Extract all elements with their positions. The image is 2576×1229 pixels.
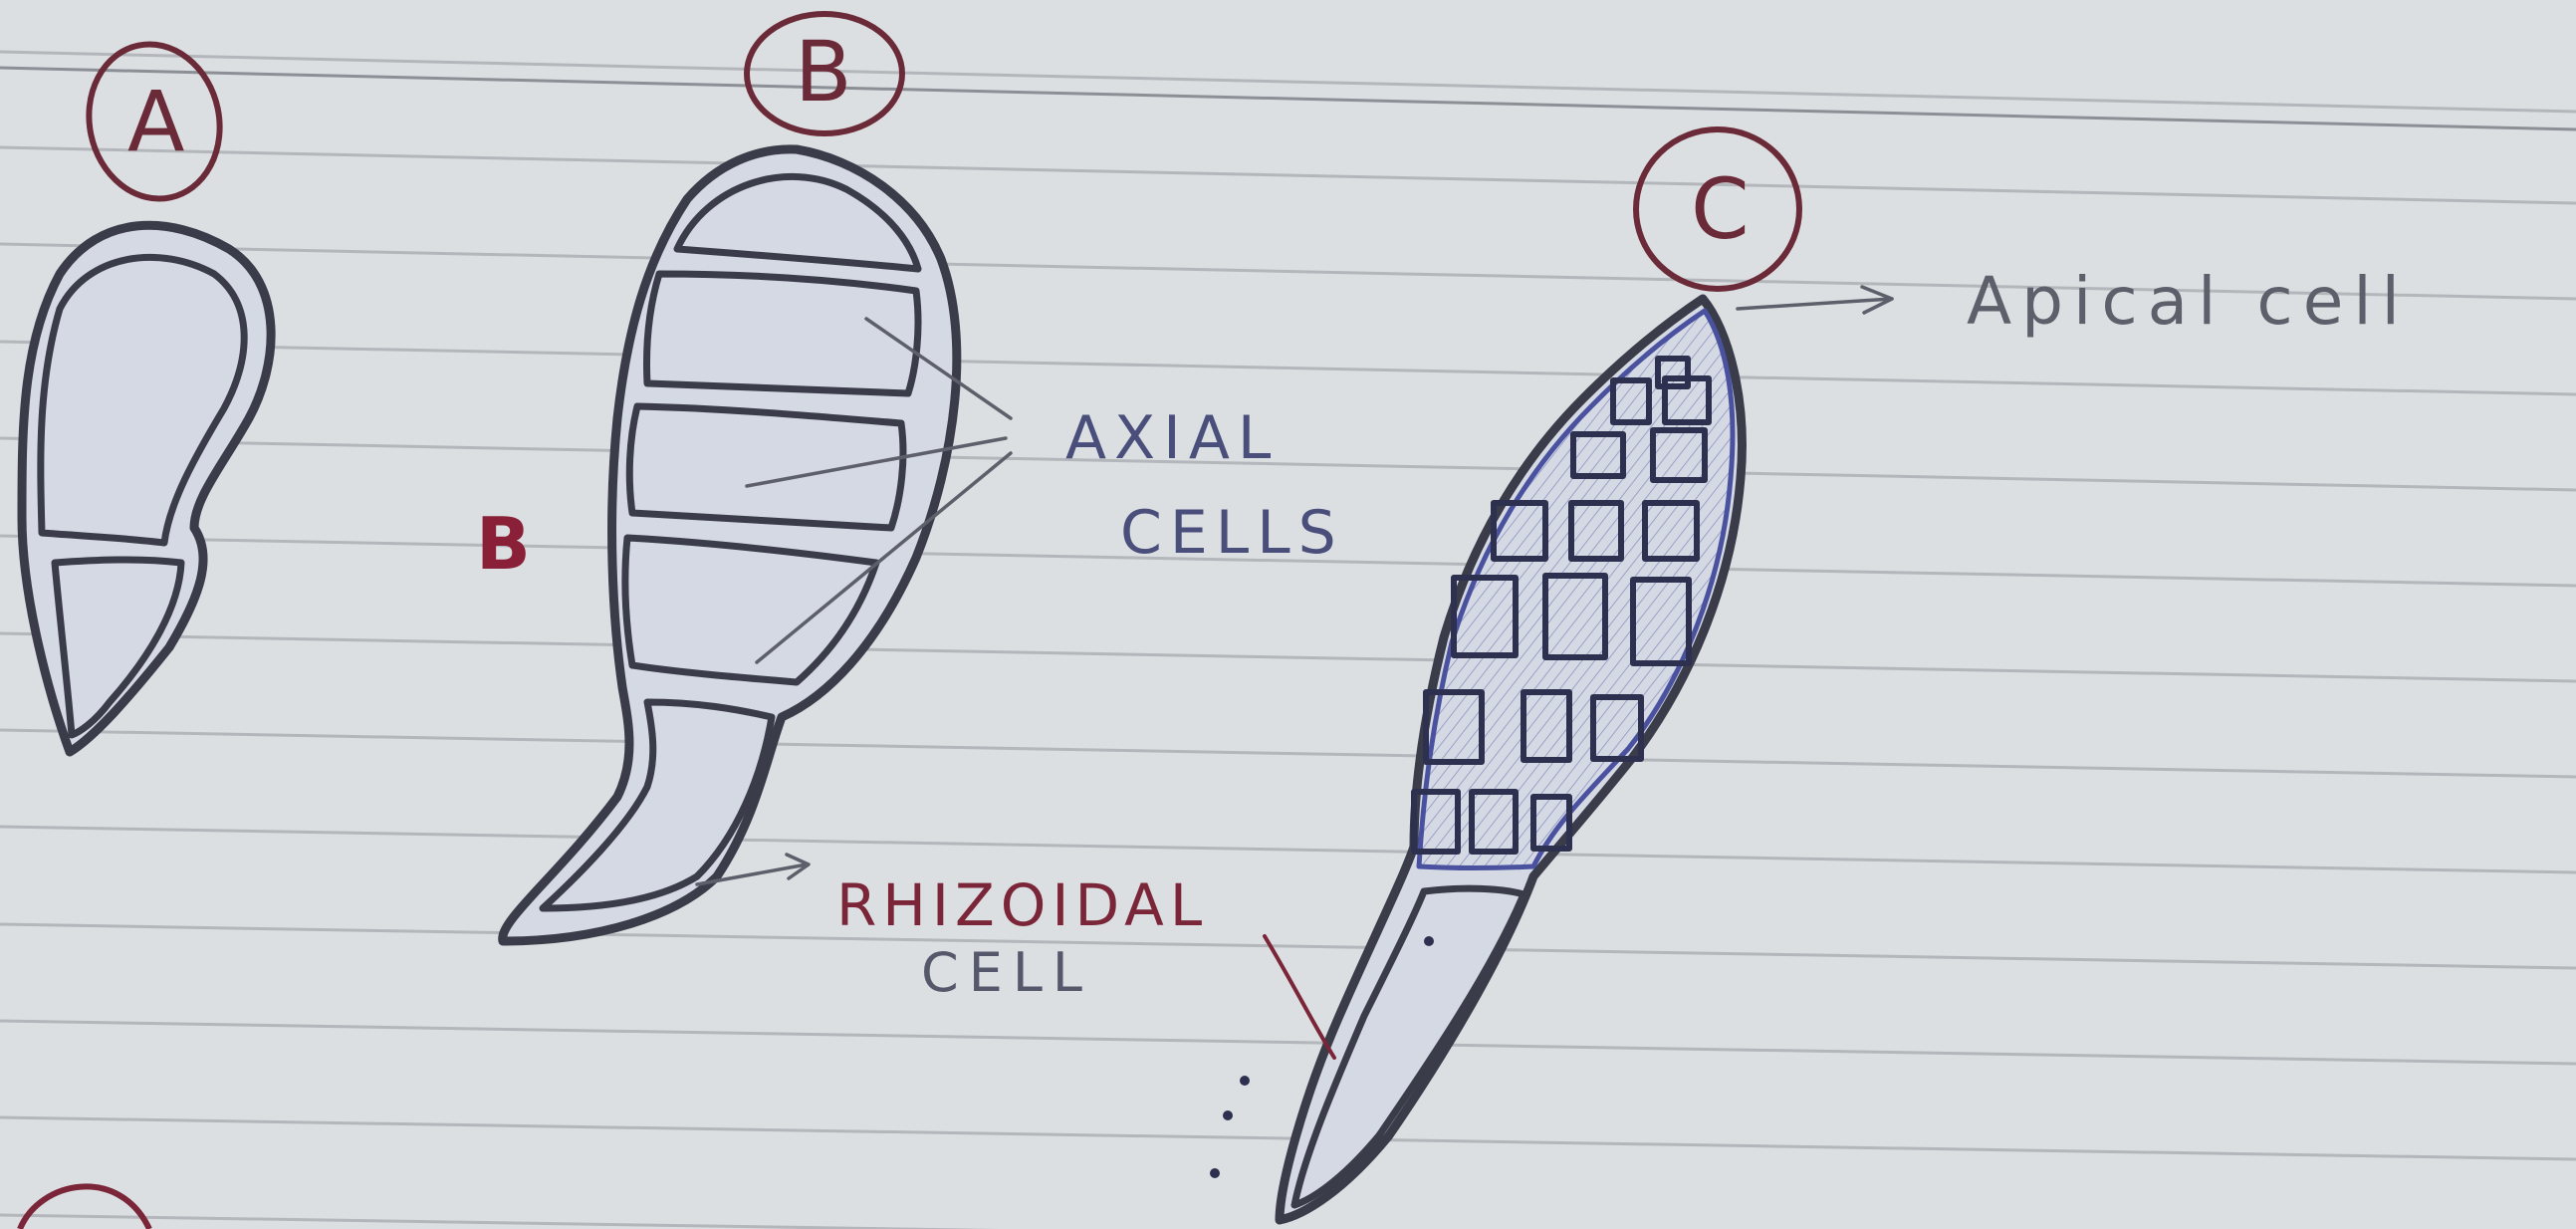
figure-b [503, 149, 957, 941]
partial-label-circle [20, 1186, 149, 1229]
rhizoidal-pointer-c [1265, 936, 1334, 1058]
apical-cell-label: Apical cell [1967, 269, 2410, 335]
figure-a-label-text: A [127, 80, 184, 163]
rhizoidal-cell-label-line1: RHIZOIDAL [836, 876, 1208, 934]
rhizoidal-cell-label-line2: CELL [921, 946, 1092, 1000]
axial-cells-label-line2: CELLS [1120, 503, 1344, 563]
figure-a [22, 225, 271, 752]
stray-letter-mark: B [476, 508, 537, 580]
figure-c-label-text: C [1691, 167, 1750, 251]
apical-arrow [1738, 287, 1892, 313]
figure-b-label-text: B [795, 30, 852, 114]
ruled-lines [0, 52, 2576, 1229]
axial-cells-label-line1: AXIAL [1065, 408, 1279, 468]
